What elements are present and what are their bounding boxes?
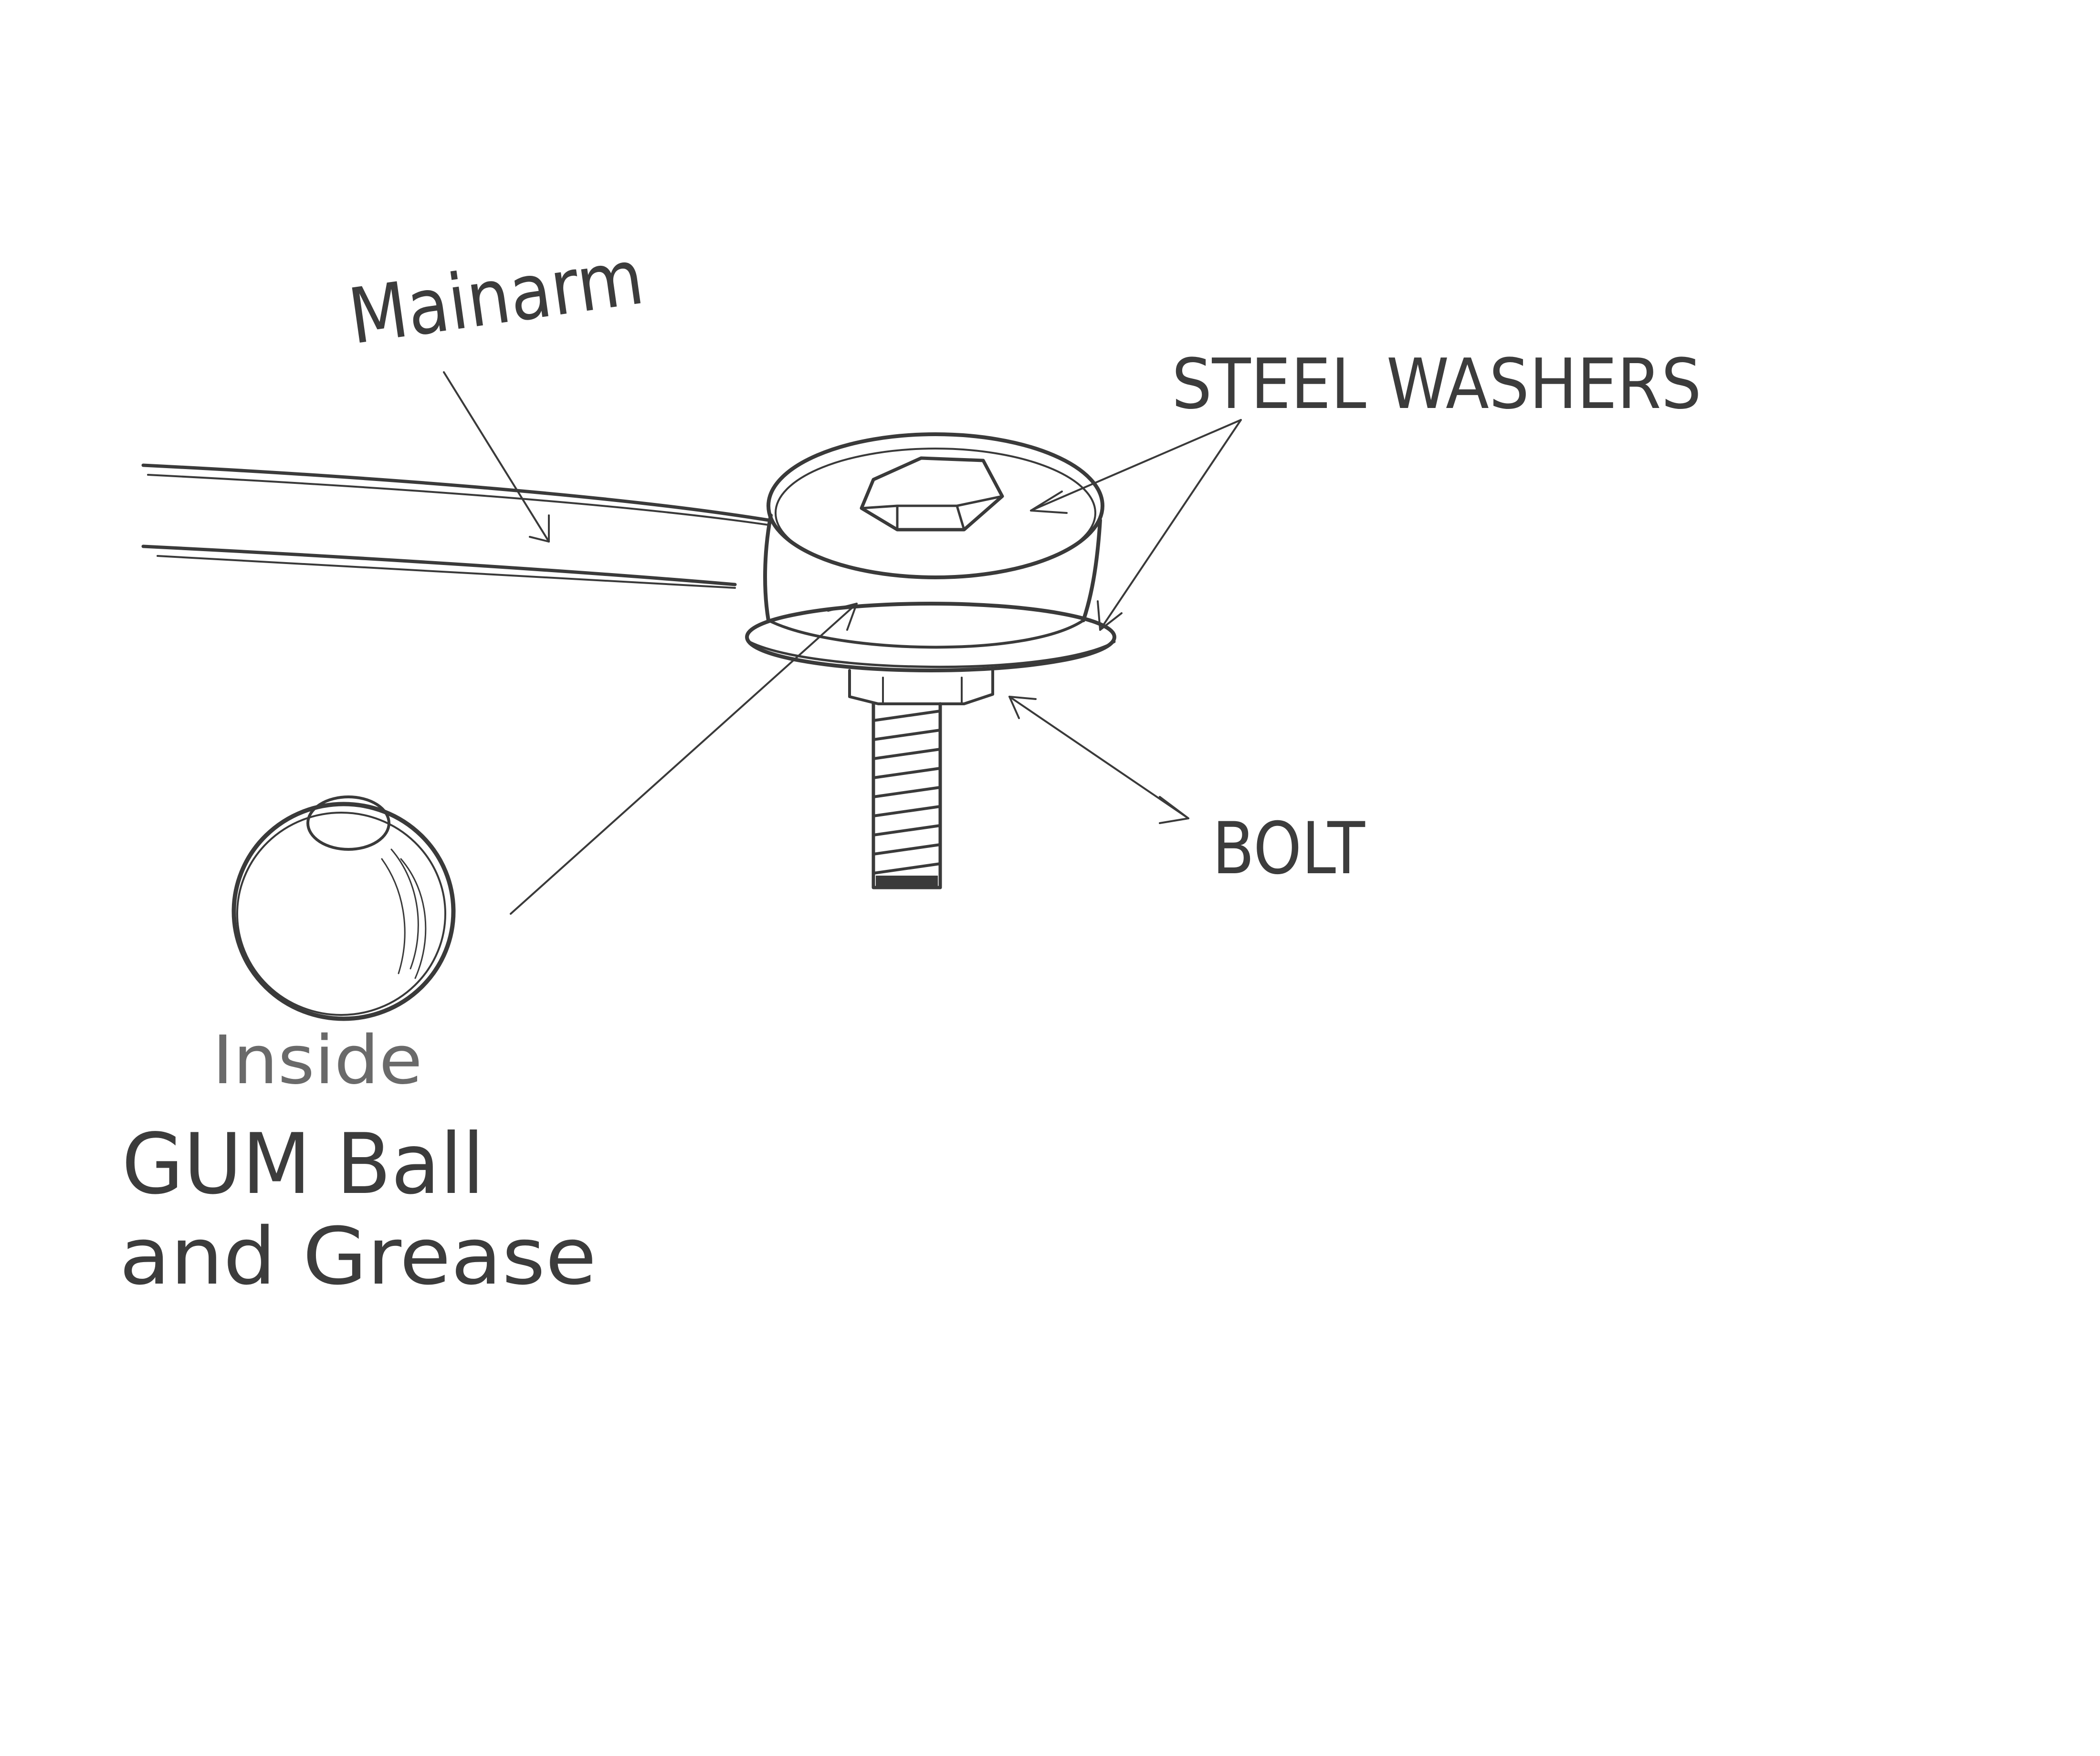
label-bolt: BOLT [1212,807,1365,890]
main-arm [141,463,770,589]
bolt-hex-head [860,456,1004,532]
gum-ball [231,795,456,1021]
label-and-grease: and Grease [119,1211,597,1302]
label-gum-ball: GUM Ball [122,1116,484,1213]
leader-lines [443,371,1242,915]
label-inside: Inside [212,1022,422,1099]
label-main-arm: Mainarm [343,232,649,361]
label-steel-washers: STEEL WASHERS [1172,344,1701,425]
bolt-threads [872,710,942,875]
pivot-assembly [745,432,1116,889]
